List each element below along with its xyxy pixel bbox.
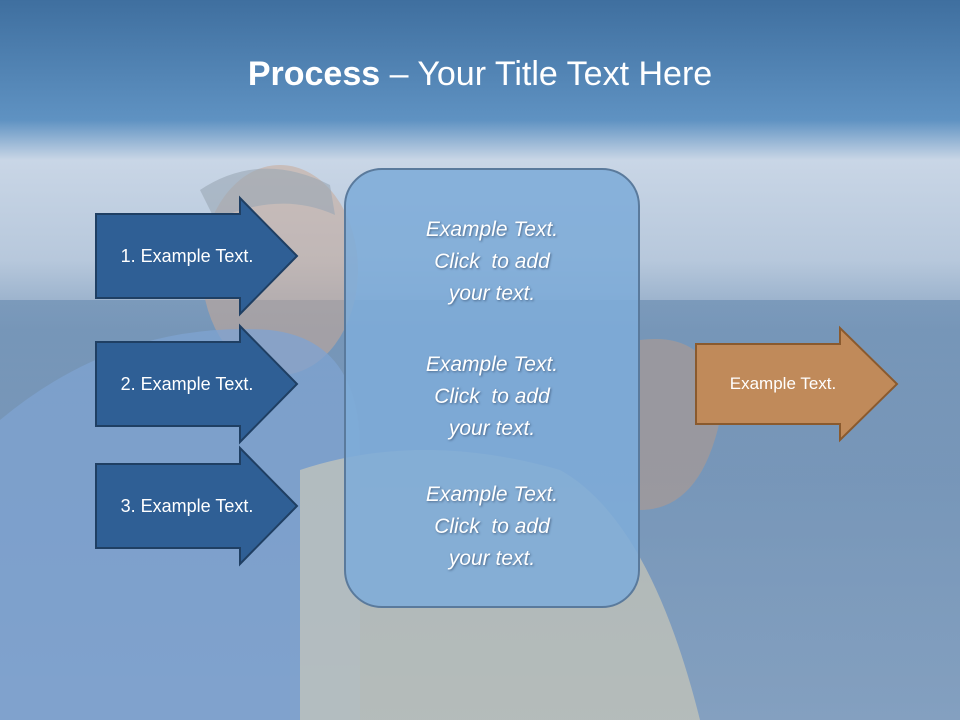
center-line: Click to add	[434, 515, 550, 538]
center-text-block-2[interactable]: Example Text. Click to add your text.	[346, 349, 638, 445]
center-text-box[interactable]: Example Text. Click to add your text. Ex…	[344, 168, 640, 608]
step-label-2: 2. Example Text.	[120, 374, 254, 394]
center-text-block-3[interactable]: Example Text. Click to add your text.	[346, 479, 638, 575]
output-label: Example Text.	[729, 374, 837, 393]
step-label-1: 1. Example Text.	[120, 246, 254, 266]
center-line: Click to add	[434, 385, 550, 408]
center-line: Example Text.	[425, 353, 559, 376]
title-rest: – Your Title Text Here	[380, 55, 713, 93]
center-line: Click to add	[434, 250, 550, 273]
step-arrow-3[interactable]	[95, 445, 299, 567]
center-line: your text.	[448, 547, 536, 570]
slide-title: Process – Your Title Text Here	[0, 52, 960, 96]
title-bold: Process	[247, 55, 381, 93]
center-line: your text.	[448, 282, 536, 305]
center-line: Example Text.	[425, 218, 559, 241]
step-arrow-2[interactable]	[95, 323, 299, 445]
step-label-3: 3. Example Text.	[120, 496, 254, 516]
center-line: Example Text.	[425, 483, 559, 506]
step-arrow-1[interactable]	[95, 195, 299, 317]
center-line: your text.	[448, 417, 536, 440]
output-arrow[interactable]	[695, 325, 899, 443]
center-text-block-1[interactable]: Example Text. Click to add your text.	[346, 214, 638, 310]
